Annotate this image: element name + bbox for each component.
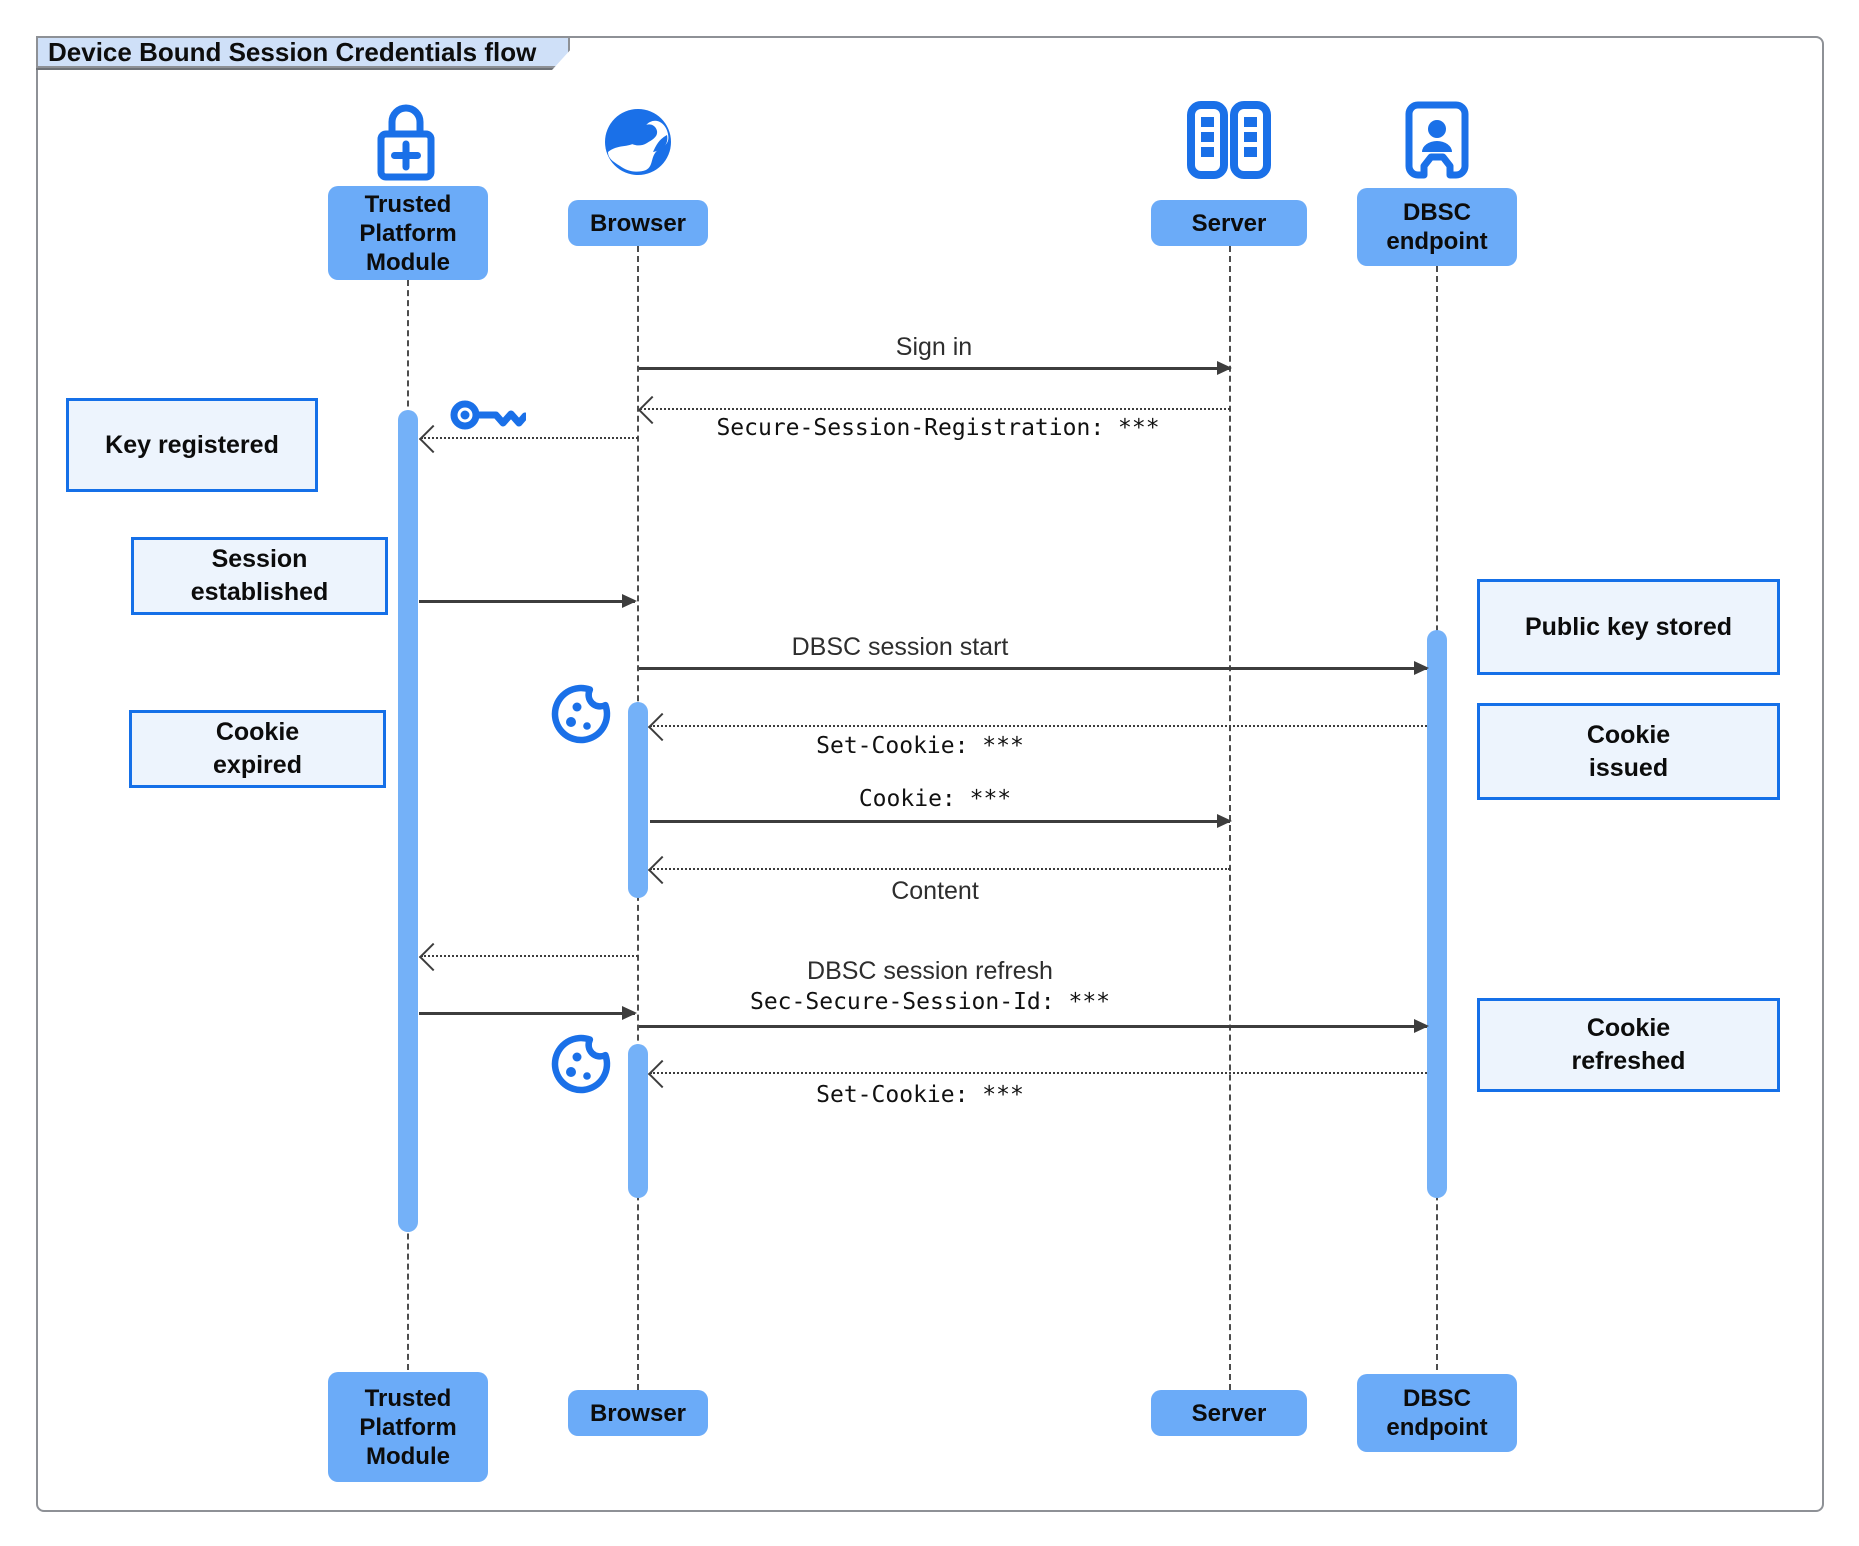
diagram-title: Device Bound Session Credentials flow <box>36 36 570 70</box>
lock-plus-icon <box>377 104 435 181</box>
message-tpm-to-browser-2-line <box>419 1006 637 1020</box>
note-cookie-issued: Cookie issued <box>1477 703 1780 800</box>
server-racks-icon <box>1187 101 1271 179</box>
message-dbsc-session-start-label: DBSC session start <box>791 633 1009 661</box>
message-content-label: Content <box>891 877 979 905</box>
actor-label-dbsc-top: DBSC endpoint <box>1357 188 1517 266</box>
message-secure-session-registration-label: Secure-Session-Registration: *** <box>716 415 1160 441</box>
note-public-key-stored: Public key stored <box>1477 579 1780 675</box>
cookie-icon <box>551 1034 611 1094</box>
note-key-registered: Key registered <box>66 398 318 492</box>
message-sign-in-label: Sign in <box>895 333 973 361</box>
message-secure-session-registration-line <box>640 408 1230 410</box>
actor-label-server-top: Server <box>1151 200 1307 246</box>
globe-icon <box>605 109 671 175</box>
message-browser-to-tpm-line <box>421 437 638 439</box>
activation-bar-dbsc <box>1427 630 1447 1198</box>
actor-label-dbsc-bottom: DBSC endpoint <box>1357 1374 1517 1452</box>
message-set-cookie-2-line <box>650 1072 1427 1074</box>
cookie-icon <box>551 684 611 744</box>
door-person-icon <box>1405 101 1469 179</box>
message-dbsc-session-refresh-label: DBSC session refresh <box>807 957 1053 985</box>
activation-bar-browser-1 <box>628 702 648 898</box>
message-dbsc-session-start-line <box>639 661 1429 675</box>
message-dbsc-session-refresh-line <box>639 1019 1429 1033</box>
message-sign-in-line <box>639 361 1232 375</box>
message-cookie-label: Cookie: *** <box>858 786 1012 812</box>
activation-bar-browser-2 <box>628 1044 648 1198</box>
actor-label-tpm-bottom: Trusted Platform Module <box>328 1372 488 1482</box>
note-cookie-expired: Cookie expired <box>129 710 386 788</box>
note-session-established: Session established <box>131 537 388 615</box>
message-sec-secure-session-id-label: Sec-Secure-Session-Id: *** <box>749 989 1111 1015</box>
key-icon <box>450 400 526 430</box>
message-set-cookie-1-label: Set-Cookie: *** <box>816 733 1024 759</box>
message-set-cookie-1-line <box>650 725 1427 727</box>
message-set-cookie-2-label: Set-Cookie: *** <box>816 1082 1024 1108</box>
actor-label-browser-top: Browser <box>568 200 708 246</box>
actor-label-tpm-top: Trusted Platform Module <box>328 186 488 280</box>
message-cookie-line <box>650 814 1232 828</box>
message-browser-to-tpm-2-line <box>421 955 638 957</box>
activation-bar-tpm <box>398 410 418 1232</box>
message-content-line <box>650 868 1230 870</box>
actor-label-browser-bottom: Browser <box>568 1390 708 1436</box>
actor-label-server-bottom: Server <box>1151 1390 1307 1436</box>
message-tpm-to-browser-line <box>419 594 637 608</box>
note-cookie-refreshed: Cookie refreshed <box>1477 998 1780 1092</box>
